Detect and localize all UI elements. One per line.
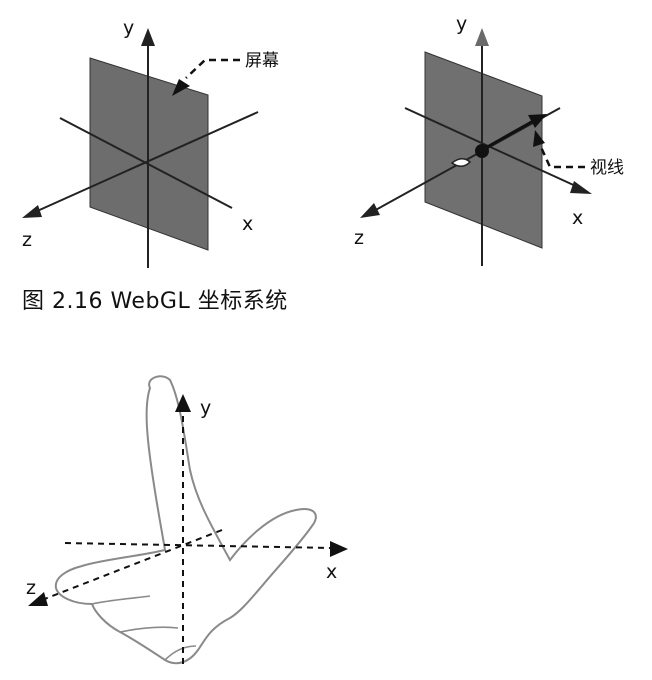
left-coordinate-diagram: y x z 屏幕 — [22, 17, 279, 268]
right-sight-line — [481, 118, 536, 152]
left-y-arrow — [141, 28, 155, 46]
left-screen-pointer-arrow — [172, 79, 190, 96]
hand-y-label: y — [200, 397, 211, 419]
hand-finger-contour — [91, 595, 197, 661]
left-x-label: x — [242, 213, 253, 235]
right-z-label: z — [354, 227, 364, 249]
hand-z-label: z — [26, 577, 36, 599]
right-sight-label: 视线 — [590, 158, 624, 178]
hand-y-arrow — [175, 394, 191, 412]
right-hand-rule-diagram: y x z — [26, 375, 348, 665]
left-screen-label: 屏幕 — [245, 51, 279, 71]
left-z-arrow — [22, 205, 42, 218]
left-z-label: z — [22, 229, 32, 251]
hand-z-axis — [41, 529, 223, 601]
right-sight-arrow — [528, 114, 547, 128]
right-coordinate-diagram: y x z 视线 — [354, 13, 624, 266]
figure-caption: 图 2.16 WebGL 坐标系统 — [22, 289, 288, 314]
hand-z-arrow — [28, 592, 48, 606]
right-x-arrow — [570, 181, 592, 194]
right-y-arrow — [475, 28, 489, 46]
hand-x-axis — [64, 542, 333, 549]
right-x-label: x — [572, 207, 583, 229]
left-y-label: y — [123, 17, 134, 39]
right-x-axis — [404, 107, 581, 189]
left-z-axis — [34, 111, 259, 213]
hand-outline — [54, 375, 317, 665]
right-eye-icon — [450, 158, 472, 167]
right-sight-pointer — [538, 144, 585, 169]
right-z-arrow — [360, 203, 380, 218]
hand-x-arrow — [330, 541, 348, 557]
left-screen-pointer — [185, 58, 240, 79]
hand-x-label: x — [326, 561, 337, 583]
right-y-label: y — [456, 13, 467, 35]
right-eye-point — [475, 144, 489, 158]
right-sight-pointer-arrow — [533, 130, 545, 147]
